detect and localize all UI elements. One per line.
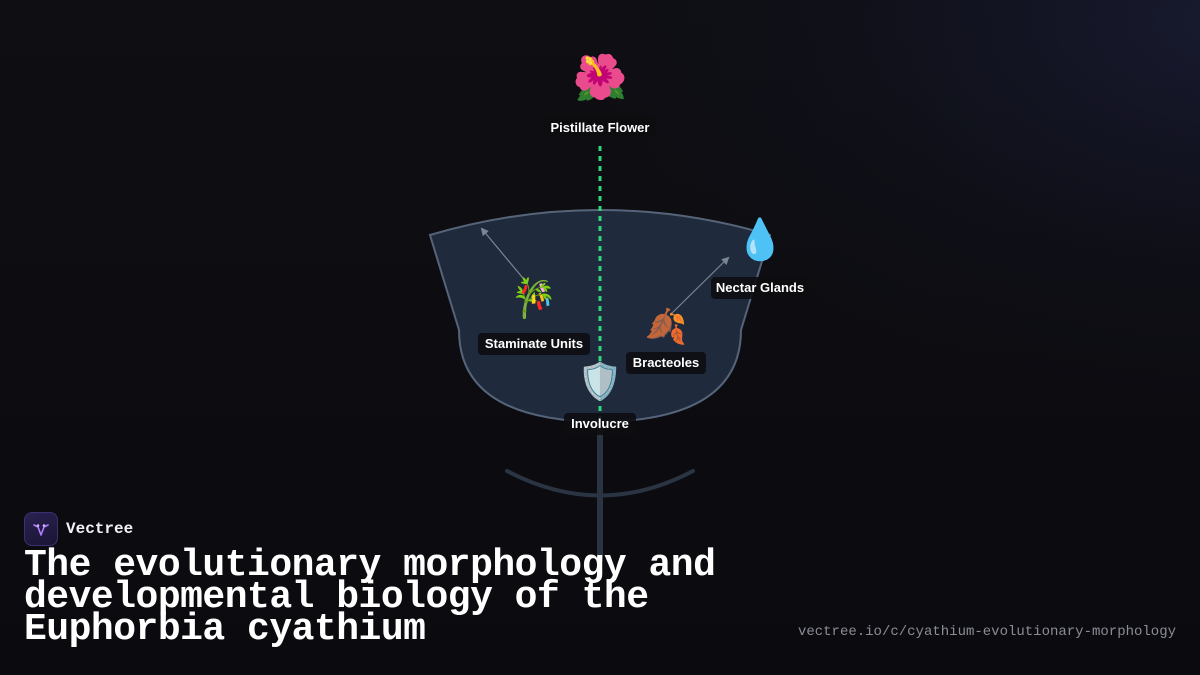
stem-arc <box>505 469 695 498</box>
fallen-leaf-icon: 🍂 <box>645 307 687 347</box>
brand-name: Vectree <box>66 520 134 538</box>
arrow-bracteoles <box>669 256 730 316</box>
page-title: The evolutionary morphology and developm… <box>24 544 716 651</box>
node-involucre: 🛡️ Involucre <box>564 361 636 435</box>
node-pistillate-flower: 🌺 Pistillate Flower <box>544 53 656 137</box>
bamboo-icon: 🎋 <box>510 276 557 320</box>
brand: Vectree <box>24 512 133 546</box>
hibiscus-icon: 🌺 <box>573 53 628 104</box>
node-label: Staminate Units <box>485 336 583 351</box>
shield-icon: 🛡️ <box>578 361 623 403</box>
node-label: Bracteoles <box>633 355 699 370</box>
node-label: Pistillate Flower <box>551 120 650 135</box>
droplet-icon: 💧 <box>735 216 785 263</box>
node-label: Nectar Glands <box>716 280 804 295</box>
node-label: Involucre <box>571 416 629 431</box>
node-bracteoles: 🍂 Bracteoles <box>626 307 706 374</box>
node-staminate-units: 🎋 Staminate Units <box>478 276 590 355</box>
source-url[interactable]: vectree.io/c/cyathium-evolutionary-morph… <box>797 624 1176 640</box>
vectree-logo-icon <box>24 512 58 546</box>
arrow-staminate <box>480 227 528 284</box>
node-nectar-glands: 💧 Nectar Glands <box>711 216 809 299</box>
